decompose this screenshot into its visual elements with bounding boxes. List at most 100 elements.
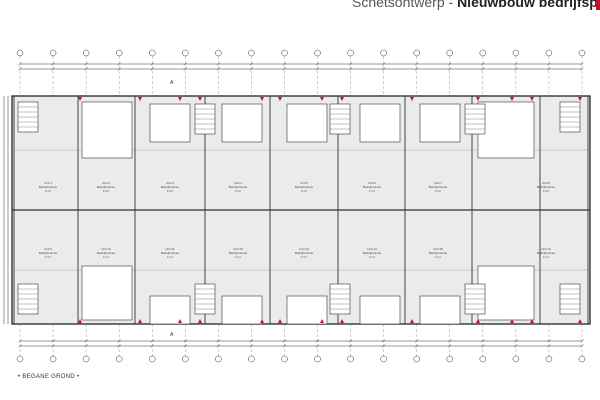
unit-label-line: ± m² bbox=[301, 189, 307, 193]
entrance-marker bbox=[198, 97, 202, 101]
brand-bar bbox=[596, 0, 600, 10]
unit-label-line: Unit 14 bbox=[367, 247, 377, 251]
entrance-marker bbox=[476, 97, 480, 101]
entrance-marker bbox=[320, 319, 324, 323]
unit-label-line: Bedrijfsruimte bbox=[97, 185, 116, 189]
grid-axes bbox=[16, 49, 586, 363]
unit-label-line: Unit 3 bbox=[166, 181, 174, 185]
office-room bbox=[477, 265, 535, 321]
axis-bubble bbox=[347, 355, 354, 363]
axis-bubble bbox=[413, 49, 420, 57]
office-room bbox=[81, 265, 133, 321]
axis-bubble bbox=[512, 49, 520, 57]
entrance-marker bbox=[260, 319, 264, 323]
office-room bbox=[359, 103, 401, 143]
unit-label-line: Bedrijfsruimte bbox=[429, 185, 448, 189]
unit-label-line: Bedrijfsruimte bbox=[39, 251, 58, 255]
unit-label-line: Bedrijfsruimte bbox=[161, 251, 180, 255]
axis-bubble bbox=[115, 49, 123, 57]
office-room bbox=[81, 101, 133, 159]
office-room bbox=[221, 295, 263, 325]
axis-bubble bbox=[49, 355, 57, 363]
title-light: Schetsontwerp bbox=[352, 0, 445, 10]
entrance-marker bbox=[78, 319, 82, 323]
axis-bubble bbox=[281, 355, 288, 363]
axis-bubble bbox=[215, 355, 222, 363]
axis-bubble bbox=[49, 49, 57, 57]
unit-label-line: Bedrijfsruimte bbox=[229, 251, 248, 255]
entrance-marker bbox=[476, 319, 480, 323]
unit-label-line: ± m² bbox=[167, 189, 173, 193]
unit-label-line: Unit 13 bbox=[299, 247, 309, 251]
entrance-marker bbox=[340, 97, 344, 101]
unit-label-line: ± m² bbox=[435, 255, 441, 259]
unit-label-line: Bedrijfsruimte bbox=[295, 185, 314, 189]
unit-label-line: Unit 12 bbox=[233, 247, 243, 251]
page-header: Schetsontwerp - Nieuwbouw bedrijfspan bbox=[0, 0, 600, 14]
axis-bubble bbox=[115, 355, 123, 363]
unit-label-line: Unit 11 bbox=[165, 247, 175, 251]
axis-bubble bbox=[82, 355, 90, 363]
entrance-marker bbox=[178, 319, 182, 323]
entrance-marker bbox=[138, 319, 142, 323]
drawing-caption: • BEGANE GROND • bbox=[18, 374, 80, 380]
unit-label-line: ± m² bbox=[235, 189, 241, 193]
unit-label-line: ± m² bbox=[369, 189, 375, 193]
axis-bubble bbox=[248, 49, 255, 57]
unit-label-line: ± m² bbox=[45, 189, 51, 193]
entrance-marker bbox=[198, 319, 202, 323]
axis-bubble bbox=[413, 355, 420, 363]
axis-bubble bbox=[182, 355, 189, 363]
axis-bubble bbox=[347, 49, 354, 57]
axis-bubble bbox=[16, 355, 24, 363]
office-room bbox=[359, 295, 401, 325]
unit-label-line: ± m² bbox=[301, 255, 307, 259]
axis-bubble bbox=[314, 49, 321, 57]
entrance-marker bbox=[410, 97, 414, 101]
entrance-marker bbox=[530, 97, 534, 101]
axis-bubble bbox=[545, 355, 553, 363]
axis-bubble bbox=[148, 355, 156, 363]
entrance-marker bbox=[510, 97, 514, 101]
unit-label-line: Unit 9 bbox=[44, 247, 52, 251]
room-areas bbox=[17, 101, 581, 325]
entrance-marker bbox=[510, 319, 514, 323]
unit-label-line: Bedrijfsruimte bbox=[537, 185, 556, 189]
page-title: Schetsontwerp - Nieuwbouw bedrijfspan bbox=[352, 0, 600, 10]
office-room bbox=[221, 103, 263, 143]
unit-label-line: Unit 1 bbox=[44, 181, 52, 185]
entrance-marker bbox=[278, 97, 282, 101]
axis-bubble bbox=[446, 355, 454, 363]
unit-label-line: ± m² bbox=[435, 189, 441, 193]
entrance-markers: AA bbox=[78, 80, 582, 338]
entrance-marker bbox=[260, 97, 264, 101]
unit-label-line: ± m² bbox=[235, 255, 241, 259]
unit-label-line: Unit 15 bbox=[433, 247, 443, 251]
axis-bubble bbox=[512, 355, 520, 363]
entrance-marker bbox=[78, 97, 82, 101]
unit-label-line: Bedrijfsruimte bbox=[161, 185, 180, 189]
unit-label-line: Bedrijfsruimte bbox=[39, 185, 58, 189]
axis-bubble bbox=[479, 49, 487, 57]
office-room bbox=[286, 295, 328, 325]
office-room bbox=[149, 103, 191, 143]
unit-label-line: Bedrijfsruimte bbox=[429, 251, 448, 255]
unit-label-line: Unit 7 bbox=[434, 181, 442, 185]
unit-label-line: Bedrijfsruimte bbox=[363, 185, 382, 189]
unit-label-line: ± m² bbox=[167, 255, 173, 259]
section-mark-bottom: A bbox=[170, 332, 174, 338]
axis-bubble bbox=[16, 49, 24, 57]
office-room bbox=[477, 101, 535, 159]
